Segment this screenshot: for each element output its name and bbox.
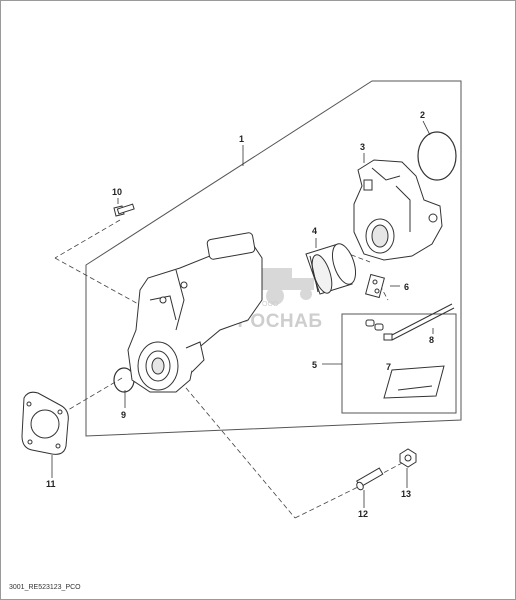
leader-lines: [51, 120, 434, 508]
callout-12: 12: [358, 509, 368, 519]
callout-9: 9: [121, 410, 126, 420]
nut-part-13[interactable]: [399, 448, 417, 468]
callout-4: 4: [312, 226, 317, 236]
callout-3: 3: [360, 142, 365, 152]
callout-7: 7: [386, 362, 391, 372]
watermark-tractor-icon: [262, 268, 314, 305]
bolt-part-10[interactable]: [113, 203, 135, 217]
callout-13: 13: [401, 489, 411, 499]
callout-10: 10: [112, 187, 122, 197]
o-ring-part-2[interactable]: [417, 131, 457, 181]
stud-part-12[interactable]: [355, 467, 384, 491]
cable-tie-part-8[interactable]: [383, 303, 455, 341]
watermark-company: ООО: [262, 301, 279, 308]
nut-kit-small[interactable]: [365, 319, 384, 331]
callout-11: 11: [46, 479, 56, 489]
starter-motor-body[interactable]: [127, 232, 263, 393]
assembly-outline: [85, 80, 462, 437]
callout-5: 5: [312, 360, 317, 370]
drawing-code: 3001_RE523123_PCO: [9, 584, 81, 591]
assembly-dashed-lines: [54, 219, 405, 519]
callout-labels: 1 2 3 4 5 6 7 8 9 10 11 12 13: [46, 110, 434, 519]
bracket-part-6[interactable]: [365, 273, 385, 299]
callout-2: 2: [420, 110, 425, 120]
armature-part-4[interactable]: [305, 241, 360, 296]
gasket-part-11[interactable]: [21, 391, 69, 455]
kit-box: [341, 313, 457, 414]
callout-1: 1: [239, 134, 244, 144]
solenoid-housing-part-3[interactable]: [353, 159, 443, 261]
callout-8: 8: [429, 335, 434, 345]
sheet-part-7[interactable]: [383, 365, 445, 399]
callout-6: 6: [404, 282, 409, 292]
